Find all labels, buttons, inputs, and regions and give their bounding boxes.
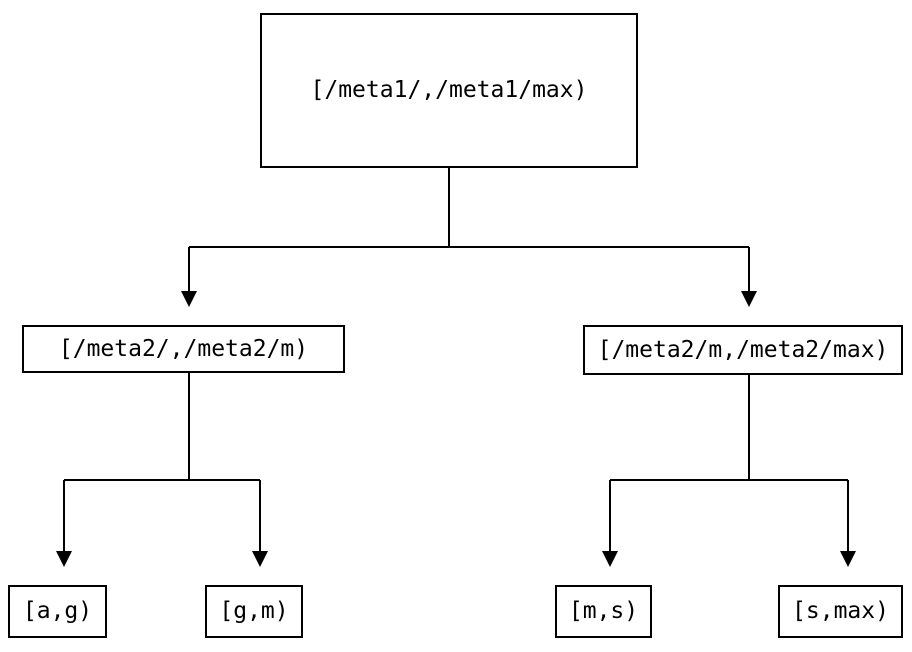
node-leaf-s-max-label: [s,max) xyxy=(792,598,889,624)
node-leaf-a-g: [a,g) xyxy=(8,585,107,638)
arrow-down-icon-leaf-0 xyxy=(56,551,72,567)
node-leaf-s-max: [s,max) xyxy=(778,585,903,638)
arrow-down-icon-leaf-2 xyxy=(602,551,618,567)
node-child-left: [/meta2/,/meta2/m) xyxy=(22,325,345,373)
node-root-label: [/meta1/,/meta1/max) xyxy=(310,77,588,103)
arrow-down-icon-leaf-3 xyxy=(840,551,856,567)
arrow-down-icon-right-child xyxy=(741,291,757,307)
node-leaf-m-s: [m,s) xyxy=(555,585,652,638)
node-leaf-a-g-label: [a,g) xyxy=(22,598,93,624)
arrow-down-icon-leaf-1 xyxy=(252,551,268,567)
arrow-down-icon-left-child xyxy=(181,291,197,307)
node-child-right: [/meta2/m,/meta2/max) xyxy=(583,325,903,375)
node-leaf-m-s-label: [m,s) xyxy=(568,598,639,624)
node-leaf-g-m: [g,m) xyxy=(205,585,303,638)
node-child-right-label: [/meta2/m,/meta2/max) xyxy=(597,336,889,363)
node-child-left-label: [/meta2/,/meta2/m) xyxy=(58,335,309,362)
node-root: [/meta1/,/meta1/max) xyxy=(260,13,638,168)
node-leaf-g-m-label: [g,m) xyxy=(219,598,289,624)
